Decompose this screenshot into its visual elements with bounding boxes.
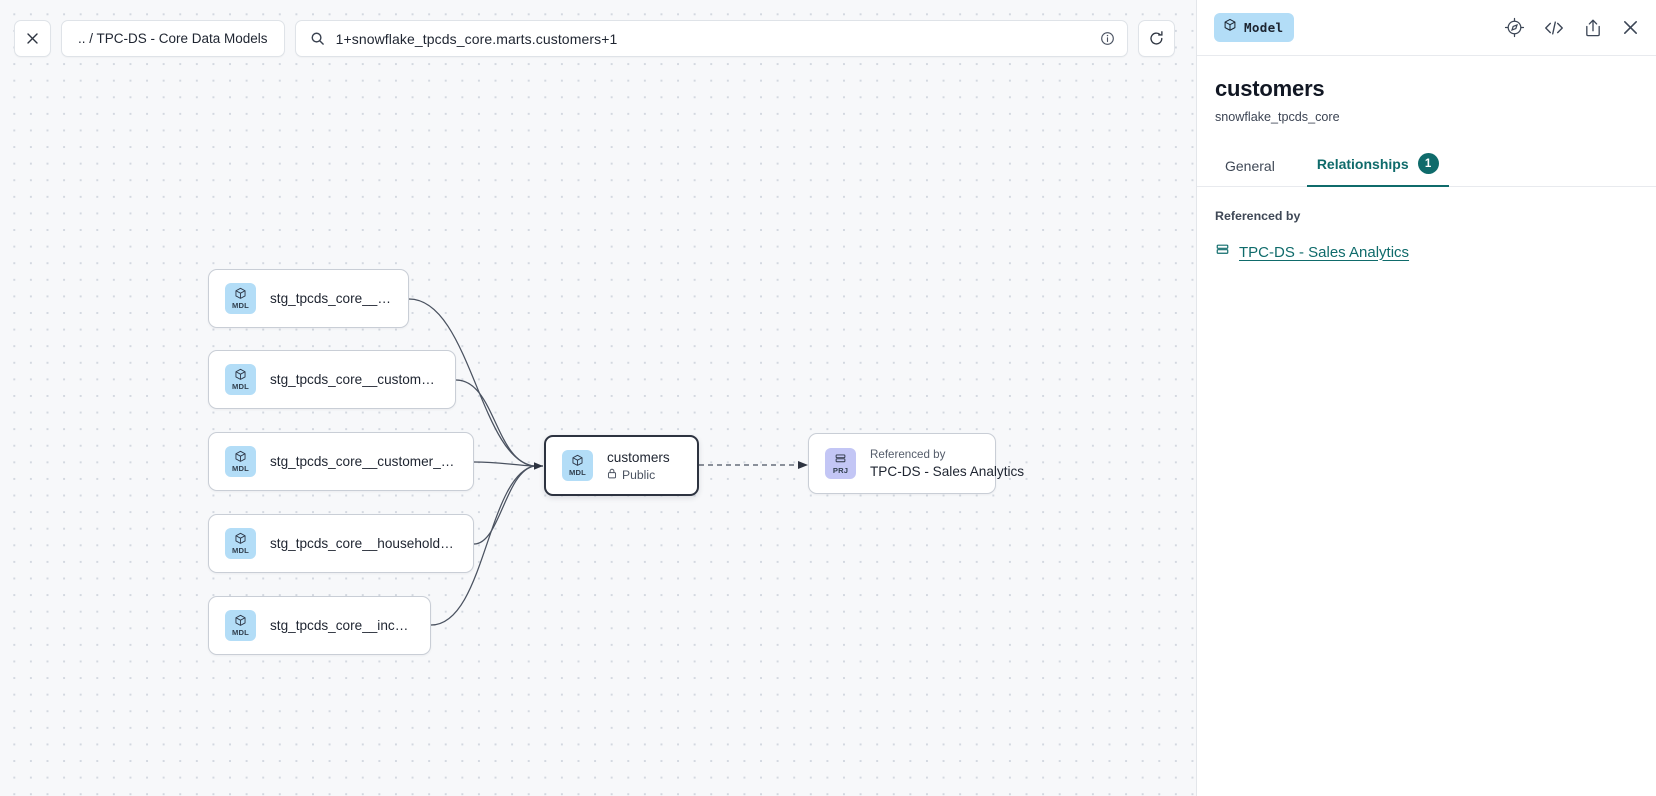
- tab-general[interactable]: General: [1215, 151, 1285, 187]
- close-icon: [25, 31, 40, 46]
- project-icon: [834, 452, 847, 465]
- badge-text: MDL: [231, 546, 250, 555]
- node-label-dup: stg_tpcds_core__income_band: [270, 618, 414, 633]
- cube-icon: [234, 614, 247, 627]
- details-panel: Model: [1196, 0, 1656, 796]
- lock-icon: [607, 468, 617, 482]
- node-label: stg_tpcds_core__customer: [270, 291, 392, 306]
- panel-subtitle: snowflake_tpcds_core: [1215, 110, 1340, 124]
- model-type-chip[interactable]: Model: [1214, 13, 1295, 42]
- node-label: MDL: [231, 628, 250, 637]
- lineage-search[interactable]: [294, 20, 1128, 57]
- cube-icon: [234, 450, 247, 463]
- breadcrumb[interactable]: .. / TPC-DS - Core Data Models: [61, 20, 285, 57]
- lineage-edges: [408, 298, 808, 626]
- visibility-label: Public: [622, 467, 656, 482]
- node-body: Referenced by TPC-DS - Sales Analytics: [870, 448, 1025, 479]
- section-label-referenced-by: Referenced by: [1215, 209, 1301, 223]
- lineage-node[interactable]: MDL stg_tpcds_core__customer_address: [208, 350, 456, 409]
- model-badge: MDL: [225, 364, 256, 395]
- node-title: TPC-DS - Sales Analytics: [870, 464, 1025, 479]
- node-label: stg_tpcds_core__household_demogr…: [270, 536, 457, 551]
- share-icon[interactable]: [1583, 18, 1603, 38]
- model-type-label: Model: [1244, 20, 1284, 35]
- canvas-toolbar: .. / TPC-DS - Core Data Models: [14, 20, 1175, 57]
- panel-header: Model: [1197, 0, 1656, 56]
- cube-icon: [571, 454, 584, 467]
- refresh-icon: [1148, 30, 1165, 47]
- refresh-button[interactable]: [1137, 20, 1175, 57]
- node-label: stg_tpcds_core__customer_address: [270, 372, 439, 387]
- code-icon[interactable]: [1543, 18, 1565, 38]
- lineage-node-selected[interactable]: MDL customers Public: [544, 435, 699, 496]
- lineage-node[interactable]: MDL stg_tpcds_core__household_demogr…: [208, 514, 474, 573]
- search-icon: [310, 31, 325, 46]
- model-badge: MDL: [225, 446, 256, 477]
- panel-header-actions: [1504, 17, 1640, 38]
- reference-link[interactable]: TPC-DS - Sales Analytics: [1239, 243, 1410, 261]
- project-badge: PRJ: [825, 448, 856, 479]
- node-visibility: Public: [607, 468, 670, 482]
- model-badge: MDL: [225, 610, 256, 641]
- cube-icon: [234, 368, 247, 381]
- panel-tabs: General Relationships 1: [1197, 146, 1656, 187]
- cube-icon: [234, 287, 247, 300]
- list-item[interactable]: TPC-DS - Sales Analytics: [1215, 242, 1638, 262]
- node-kicker: Referenced by: [870, 448, 946, 461]
- model-badge: MDL: [225, 528, 256, 559]
- info-icon[interactable]: [1100, 31, 1115, 46]
- tab-label: Relationships: [1316, 155, 1409, 172]
- node-label: stg_tpcds_core__customer_demogra…: [270, 454, 457, 469]
- breadcrumb-label: .. / TPC-DS - Core Data Models: [78, 31, 268, 46]
- lineage-node-project[interactable]: PRJ Referenced by TPC-DS - Sales Analyti…: [808, 433, 1025, 494]
- node-body: customers Public: [607, 450, 670, 482]
- compass-icon[interactable]: [1504, 17, 1525, 38]
- relationships-body: Referenced by TPC-DS - Sales Analytics: [1197, 187, 1656, 262]
- tab-count-badge: 1: [1417, 153, 1439, 174]
- close-panel-icon[interactable]: [1621, 18, 1640, 37]
- badge-text: MDL: [231, 382, 250, 391]
- model-badge: MDL: [562, 450, 593, 481]
- model-badge: MDL: [225, 283, 256, 314]
- project-icon: [1215, 242, 1230, 262]
- close-lineage-button[interactable]: [14, 20, 51, 57]
- cube-icon: [234, 532, 247, 545]
- lineage-canvas[interactable]: .. / TPC-DS - Core Data Models: [0, 0, 1196, 796]
- badge-text: MDL: [231, 464, 250, 473]
- tab-label: General: [1225, 158, 1275, 174]
- search-input[interactable]: [335, 30, 1100, 47]
- badge-text: MDL: [231, 301, 250, 310]
- lineage-node[interactable]: MDL stg_tpcds_core__customer_demogra…: [208, 432, 474, 491]
- badge-text: PRJ: [832, 466, 849, 475]
- cube-icon: [1223, 18, 1237, 37]
- panel-title-block: customers snowflake_tpcds_core: [1197, 56, 1656, 124]
- lineage-node[interactable]: MDL stg_tpcds_core__income_band: [208, 596, 431, 655]
- lineage-node[interactable]: MDL stg_tpcds_core__customer: [208, 269, 409, 328]
- page-title: customers: [1215, 76, 1325, 101]
- tab-relationships[interactable]: Relationships 1: [1306, 146, 1449, 187]
- badge-text: MDL: [568, 468, 587, 477]
- node-title: customers: [607, 449, 670, 465]
